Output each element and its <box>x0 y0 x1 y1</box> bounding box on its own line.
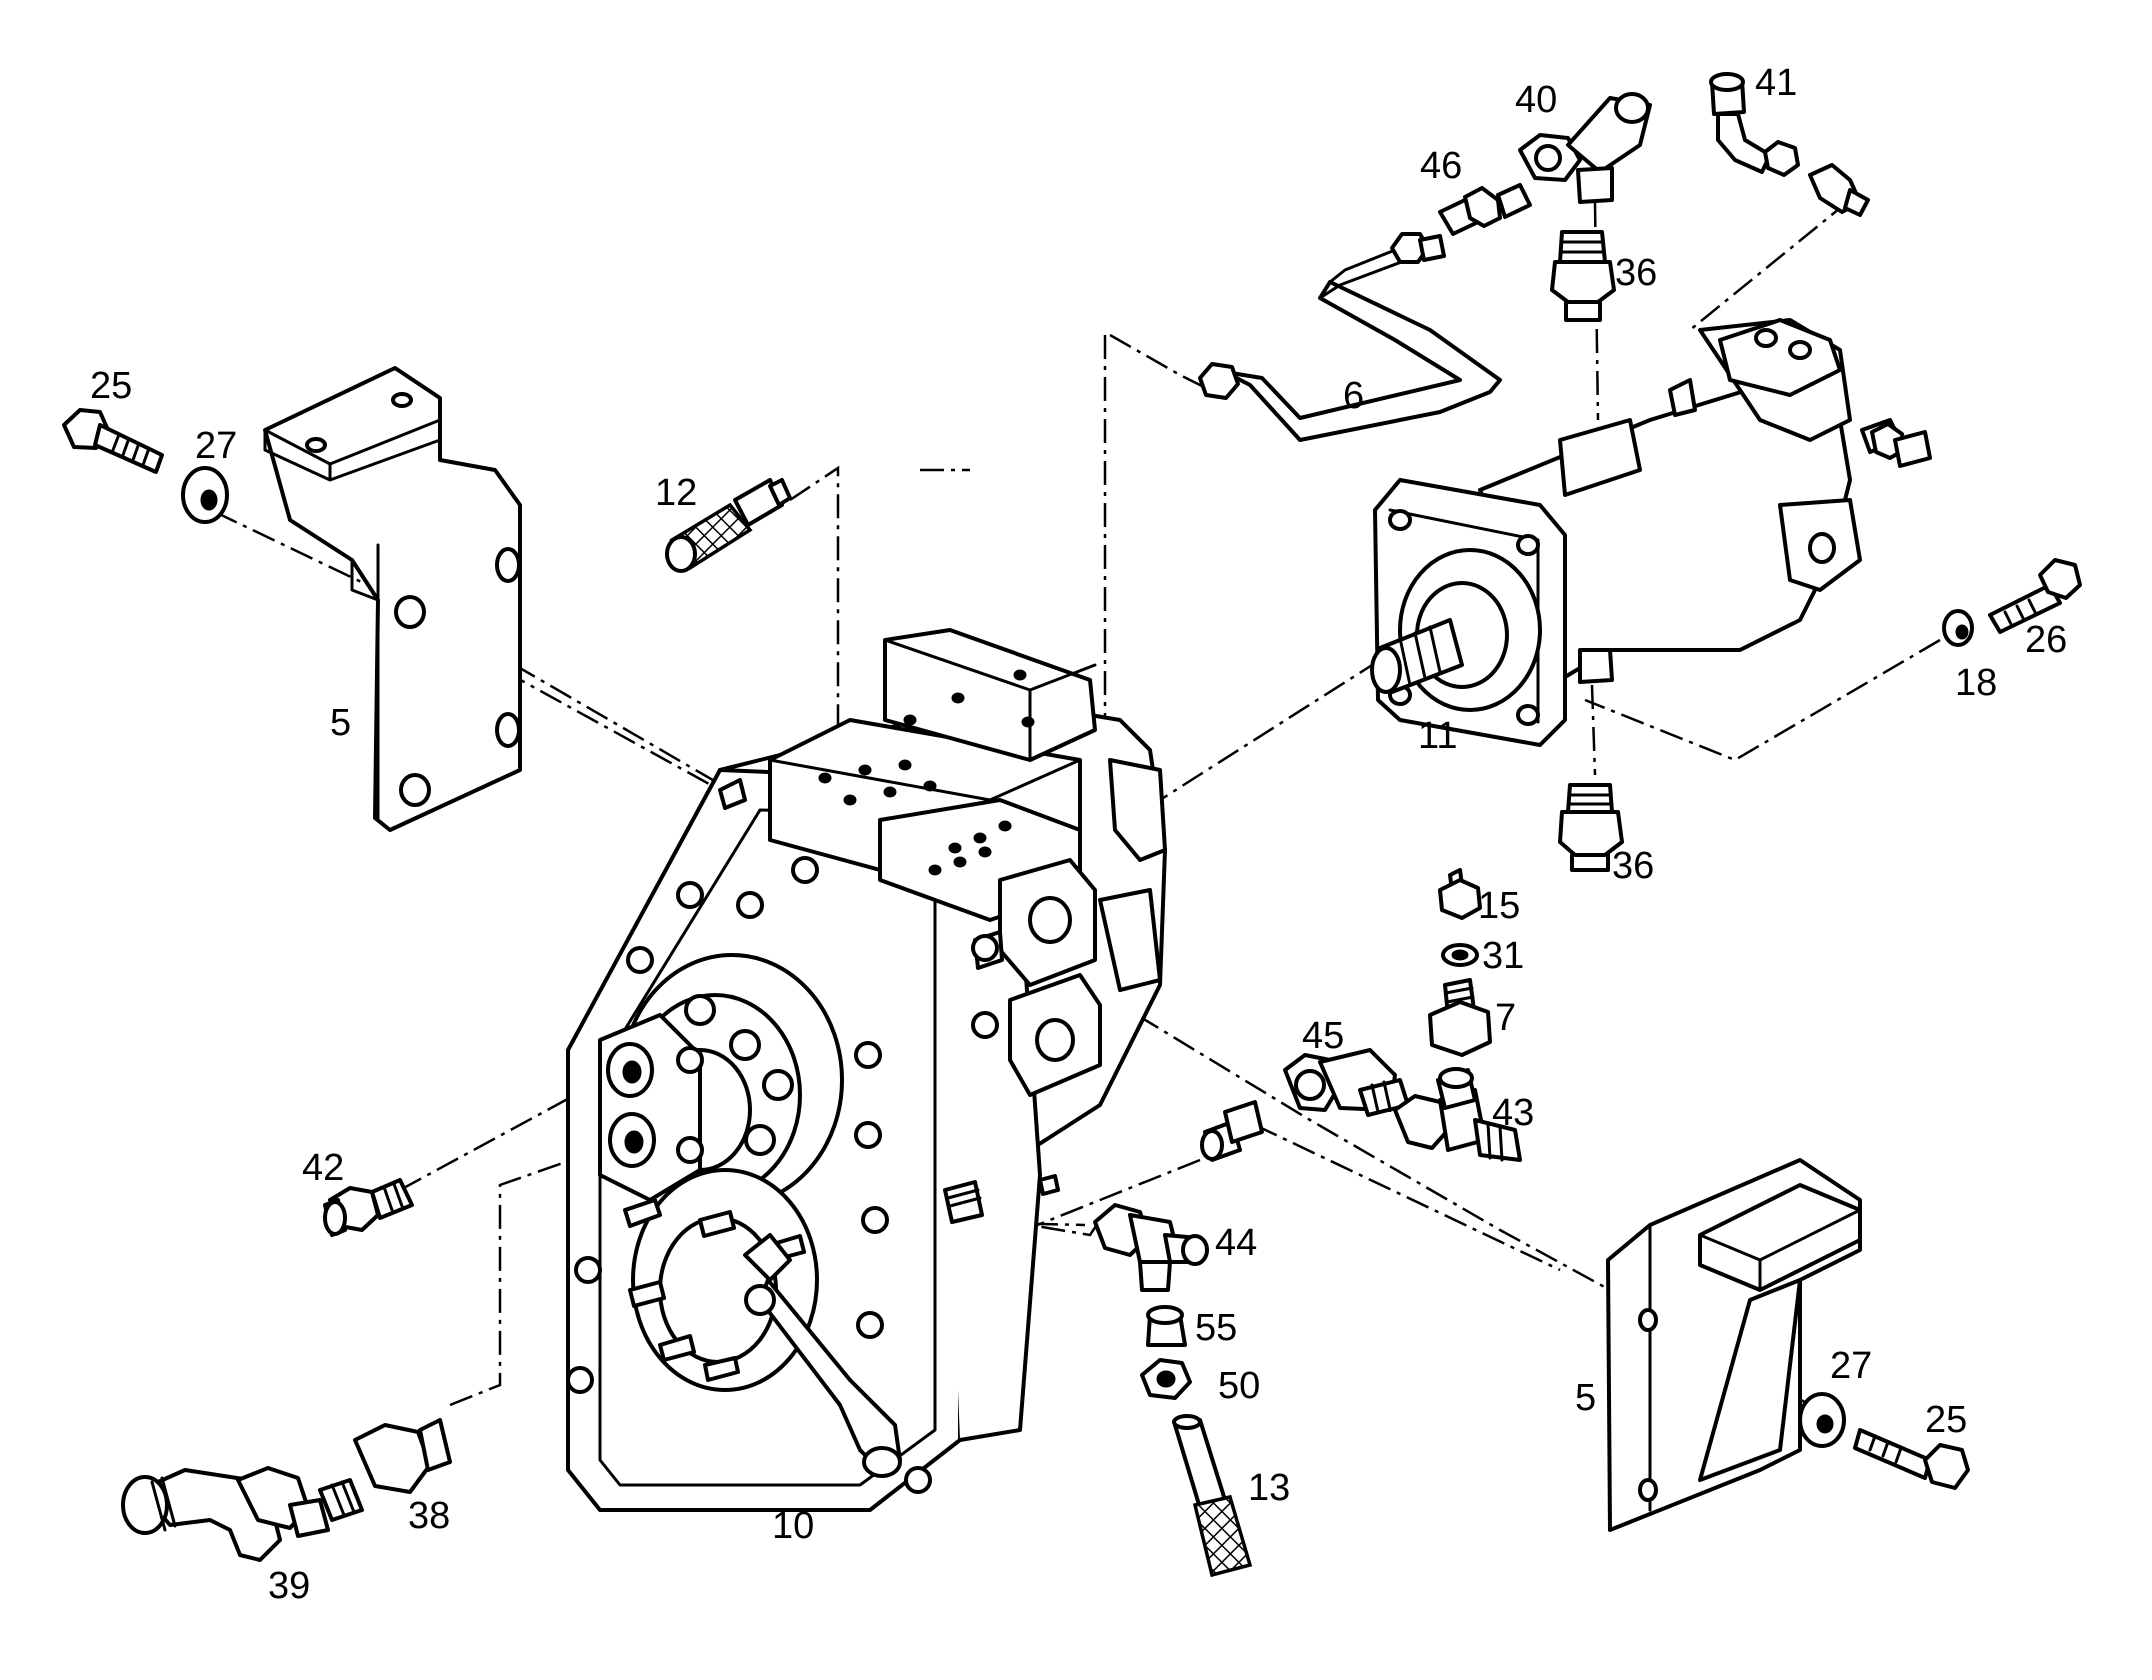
transmission-housing-10 <box>566 628 1167 1512</box>
adapter-36-upper <box>1550 230 1616 322</box>
bolt-25-left <box>62 408 164 474</box>
nipple-15 <box>1438 868 1482 920</box>
nipple-46 <box>1438 183 1532 236</box>
callout-46: 46 <box>1420 145 1462 187</box>
callout-50: 50 <box>1218 1365 1260 1407</box>
valve-block-bolts <box>818 669 1035 876</box>
callout-7: 7 <box>1495 997 1516 1039</box>
callout-5-right: 5 <box>1575 1377 1596 1419</box>
elbow-45 <box>1283 1048 1410 1117</box>
callout-13: 13 <box>1248 1467 1290 1509</box>
callout-43: 43 <box>1492 1092 1534 1134</box>
callout-45: 45 <box>1302 1015 1344 1057</box>
hose-fitting-13 <box>1172 1414 1253 1578</box>
hydraulic-motor-11 <box>1370 318 1932 747</box>
adapter-38 <box>318 1418 452 1522</box>
callout-36-upper: 36 <box>1615 252 1657 294</box>
callout-27-right: 27 <box>1830 1345 1872 1387</box>
tee-fitting-43 <box>1393 1067 1522 1162</box>
callout-25-left: 25 <box>90 365 132 407</box>
washer-27-left <box>181 466 229 524</box>
callout-15: 15 <box>1478 885 1520 927</box>
adapter-42 <box>323 1178 414 1237</box>
callout-39: 39 <box>268 1565 310 1607</box>
nipple-small-44-upper <box>1200 1100 1264 1162</box>
callout-42: 42 <box>302 1147 344 1189</box>
callout-27-left: 27 <box>195 425 237 467</box>
mounting-bracket-right <box>1606 1158 1862 1532</box>
tee-fitting-44 <box>1093 1203 1209 1292</box>
callout-40: 40 <box>1515 79 1557 121</box>
pipe-line-6 <box>1198 232 1502 442</box>
nut-50 <box>1140 1358 1192 1400</box>
washer-18 <box>1942 609 1974 647</box>
callout-labels: 25 27 5 12 6 46 40 41 36 11 18 26 36 15 … <box>90 62 2067 1607</box>
callout-36-lower: 36 <box>1612 845 1654 887</box>
callout-6: 6 <box>1343 375 1364 417</box>
callout-44: 44 <box>1215 1222 1257 1264</box>
seal-ring-31 <box>1441 943 1479 967</box>
callout-12: 12 <box>655 472 697 514</box>
elbow-fitting-41 <box>1709 72 1870 217</box>
callout-5-left: 5 <box>330 702 351 744</box>
tee-fitting-40 <box>1518 92 1652 204</box>
elbow-39 <box>121 1466 330 1562</box>
callout-11: 11 <box>1418 715 1457 757</box>
callout-55: 55 <box>1195 1307 1237 1349</box>
bolt-26 <box>1988 558 2082 634</box>
callout-31: 31 <box>1482 935 1524 977</box>
valve-7 <box>1428 978 1492 1057</box>
callout-25-right: 25 <box>1925 1399 1967 1441</box>
callout-18: 18 <box>1955 662 1997 704</box>
callout-38: 38 <box>408 1495 450 1537</box>
callout-26: 26 <box>2025 619 2067 661</box>
callout-10: 10 <box>772 1505 814 1547</box>
callout-41: 41 <box>1755 62 1797 104</box>
washer-27-right <box>1798 1392 1846 1448</box>
bolt-25-right <box>1853 1428 1970 1490</box>
mounting-bracket-left <box>263 366 522 832</box>
filter-element-12 <box>665 478 792 573</box>
adapter-36-lower <box>1558 783 1624 872</box>
cap-55 <box>1146 1305 1187 1347</box>
